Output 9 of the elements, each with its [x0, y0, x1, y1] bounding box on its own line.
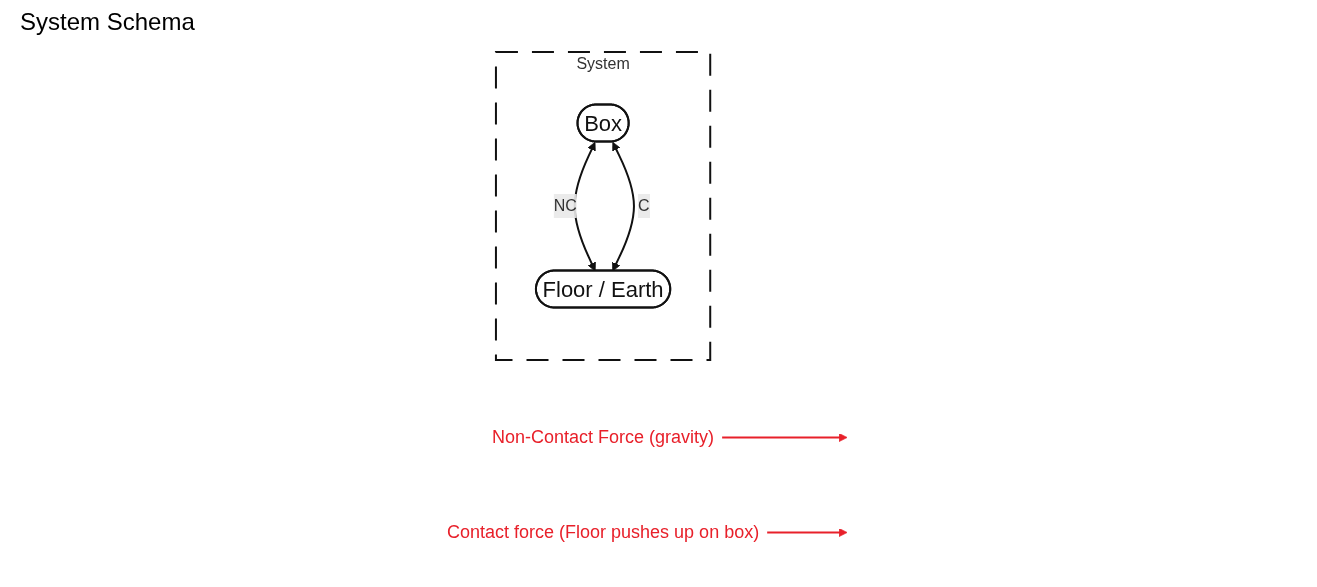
arrow — [721, 433, 848, 442]
annotation-text: Contact force (Floor pushes up on box) — [446, 522, 760, 542]
ellipse-node: Floor / Earth — [534, 269, 672, 309]
annotation-text: Non-Contact Force (gravity) — [491, 427, 715, 447]
diagram-title: System Schema — [20, 8, 195, 36]
arrow — [573, 141, 596, 272]
arrow — [766, 528, 848, 537]
arrow — [612, 141, 635, 272]
ellipse-node: Box — [576, 103, 630, 143]
